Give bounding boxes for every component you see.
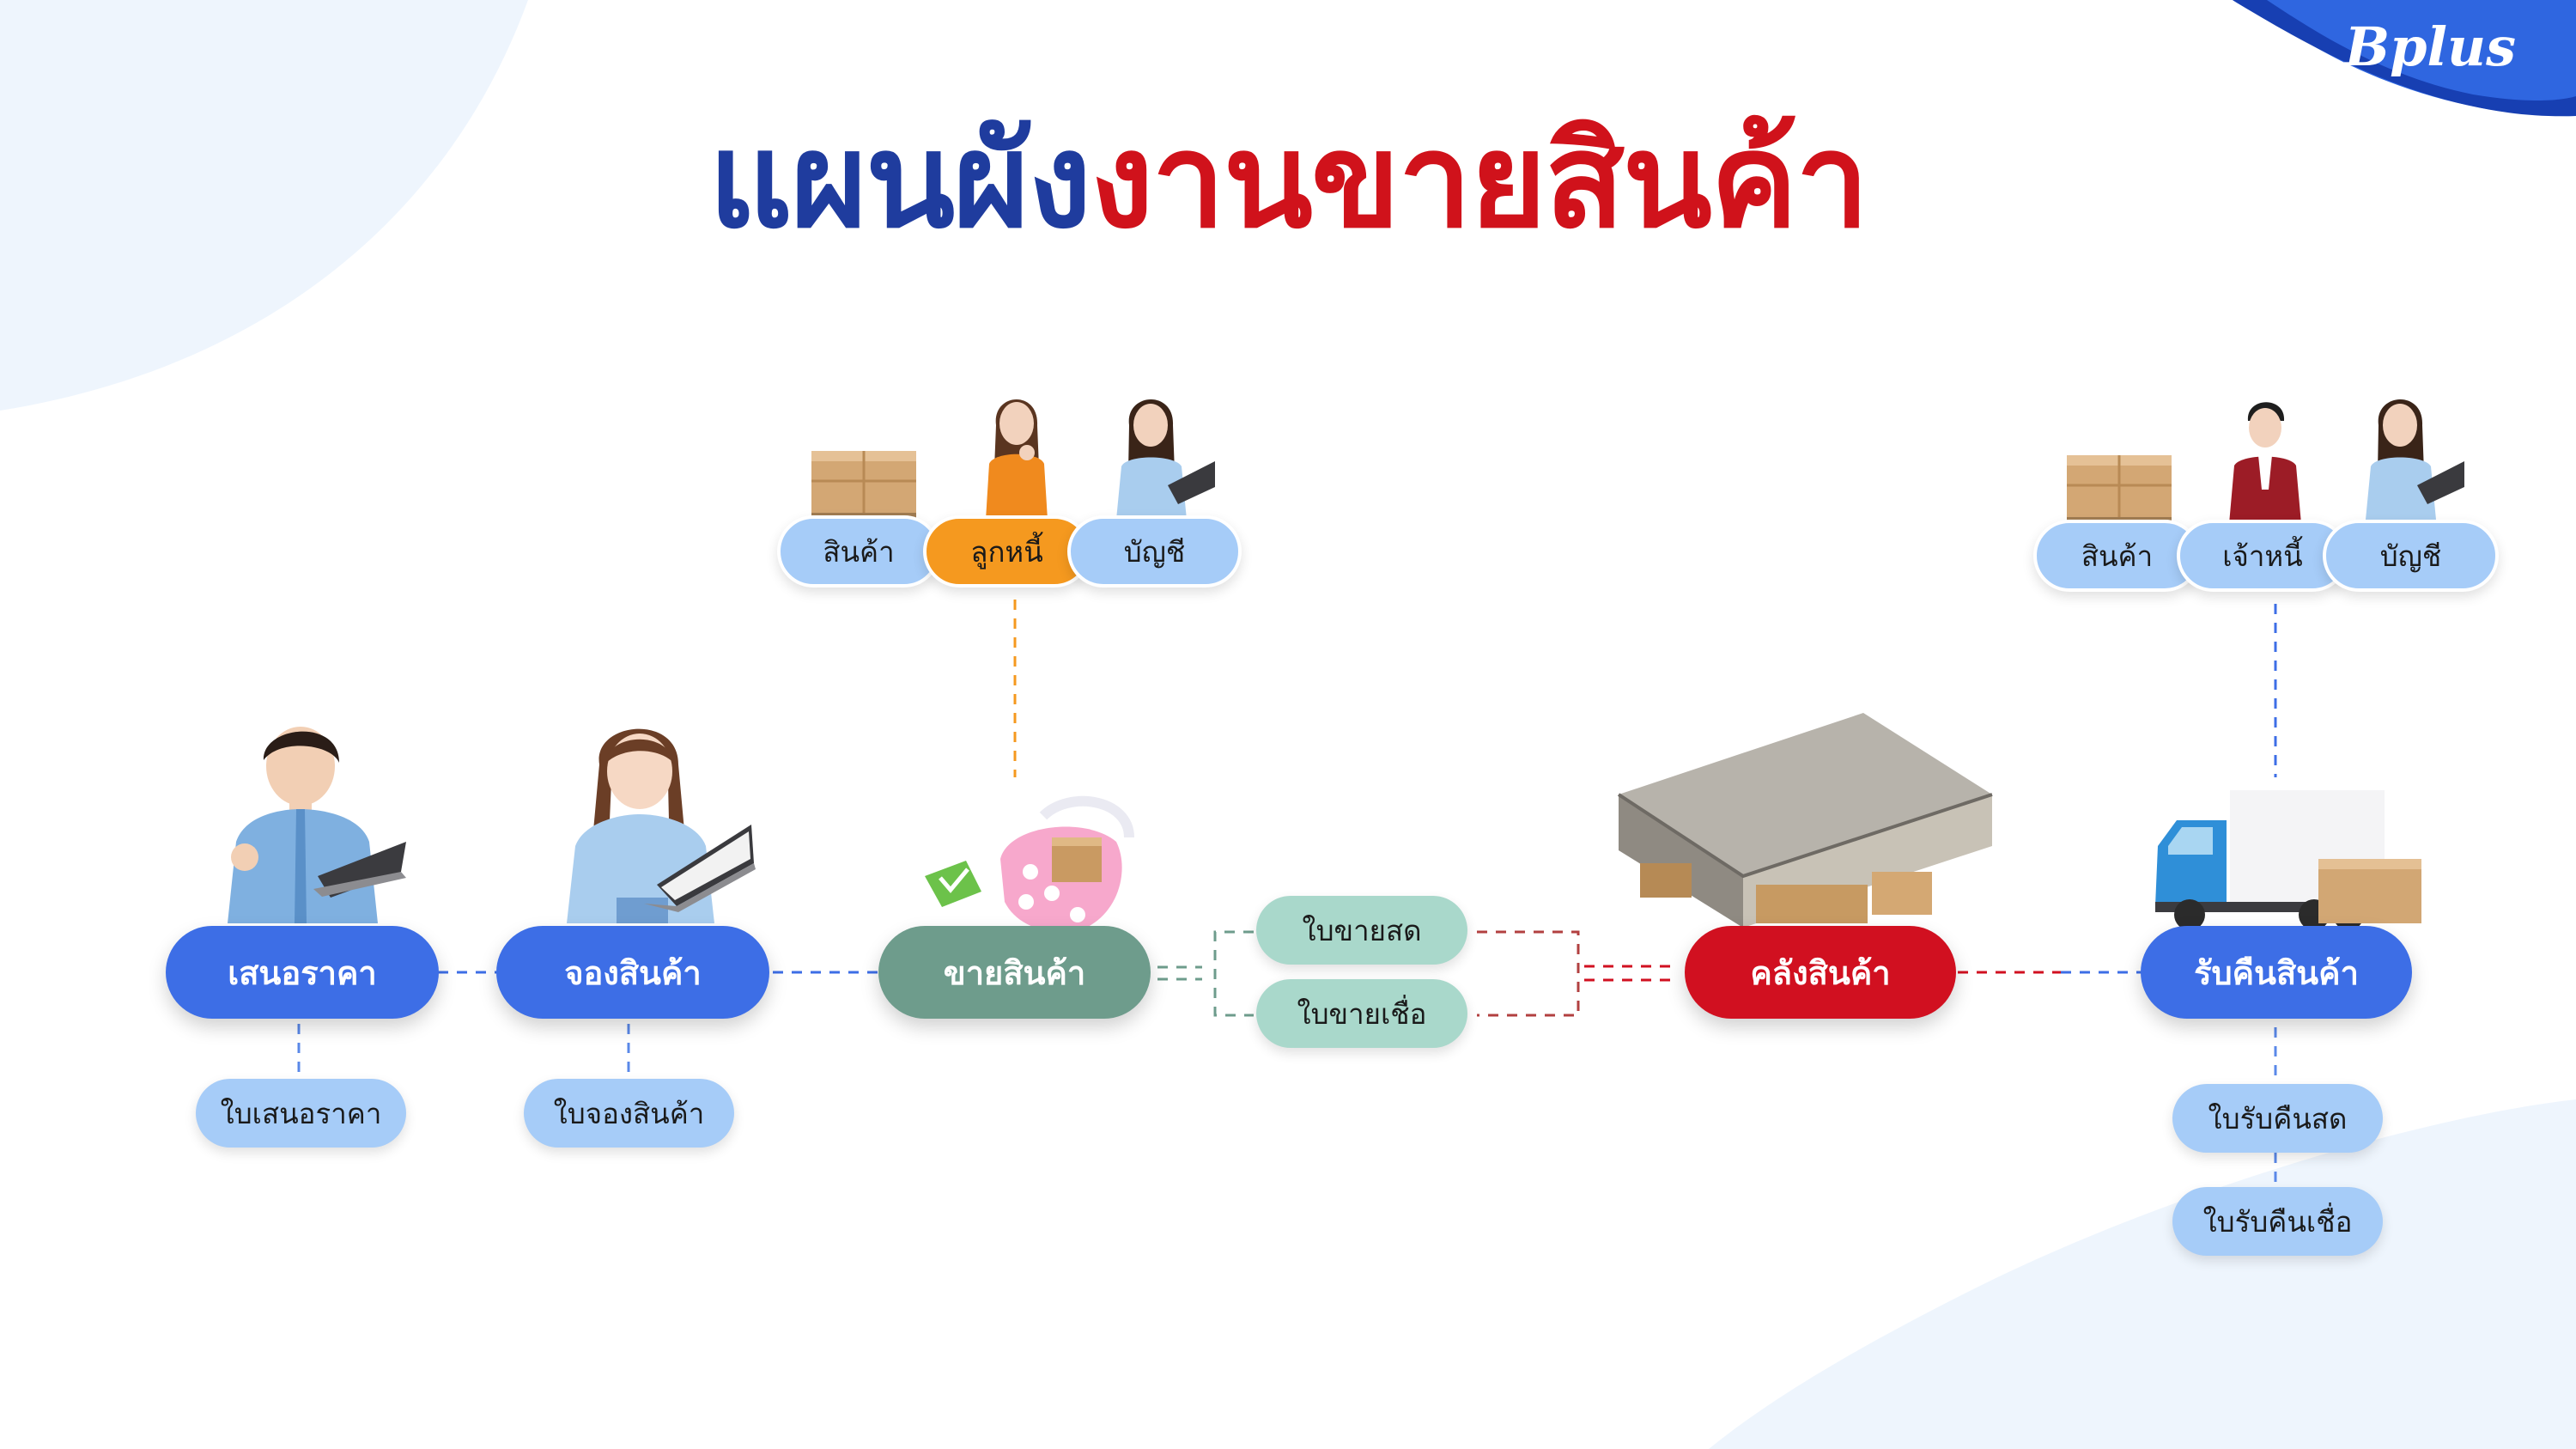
doc-quotation-label: ใบเสนอราคา xyxy=(220,1096,382,1130)
page-title: แผนผังงานขายสินค้า xyxy=(0,103,2576,259)
woman-with-laptop-icon xyxy=(567,728,756,923)
doc-cash-sale-label: ใบขายสด xyxy=(1302,913,1422,947)
step-reserve[interactable]: จองสินค้า xyxy=(496,926,769,1019)
step-quotation-label: เสนอราคา xyxy=(228,953,377,992)
woman-thinking-icon xyxy=(986,399,1048,520)
sell-link-product-label: สินค้า xyxy=(823,534,895,569)
step-return[interactable]: รับคืนสินค้า xyxy=(2141,926,2412,1019)
step-sell[interactable]: ขายสินค้า xyxy=(878,926,1151,1019)
woman-with-laptop-icon xyxy=(1116,399,1215,520)
step-return-label: รับคืนสินค้า xyxy=(2194,953,2359,992)
doc-credit-sale[interactable]: ใบขายเชื่อ xyxy=(1256,979,1467,1048)
return-link-account[interactable]: บัญชี xyxy=(2323,520,2499,592)
doc-reserve[interactable]: ใบจองสินค้า xyxy=(524,1079,734,1148)
step-quotation[interactable]: เสนอราคา xyxy=(166,926,439,1019)
shopping-basket-icon xyxy=(925,795,1134,932)
return-link-creditor-label: เจ้าหนี้ xyxy=(2222,539,2303,573)
title-part-1: แผนผัง xyxy=(708,105,1091,257)
person-with-laptop-icon xyxy=(228,727,406,923)
doc-credit-return-label: ใบรับคืนเชื่อ xyxy=(2202,1204,2353,1239)
sell-link-debtor[interactable]: ลูกหนี้ xyxy=(923,515,1091,588)
step-sell-label: ขายสินค้า xyxy=(943,953,1086,992)
return-link-creditor[interactable]: เจ้าหนี้ xyxy=(2177,520,2348,592)
bplus-logo: Bplus xyxy=(2344,15,2516,78)
woman-with-laptop-icon xyxy=(2366,399,2464,520)
doc-credit-return[interactable]: ใบรับคืนเชื่อ xyxy=(2172,1187,2383,1256)
warehouse-icon xyxy=(1617,713,1993,928)
return-link-product-label: สินค้า xyxy=(2081,539,2154,573)
sell-link-debtor-label: ลูกหนี้ xyxy=(970,534,1043,569)
return-link-product[interactable]: สินค้า xyxy=(2033,520,2201,592)
businessman-icon xyxy=(2229,402,2301,524)
sell-link-product[interactable]: สินค้า xyxy=(777,515,940,588)
step-warehouse-label: คลังสินค้า xyxy=(1750,953,1891,992)
doc-credit-sale-label: ใบขายเชื่อ xyxy=(1297,996,1427,1031)
sell-link-account[interactable]: บัญชี xyxy=(1067,515,1242,588)
doc-cash-sale[interactable]: ใบขายสด xyxy=(1256,896,1467,965)
step-warehouse[interactable]: คลังสินค้า xyxy=(1685,926,1956,1019)
title-part-2: งานขายสินค้า xyxy=(1090,105,1869,257)
doc-reserve-label: ใบจองสินค้า xyxy=(553,1096,705,1130)
return-link-account-label: บัญชี xyxy=(2379,539,2442,573)
cardboard-boxes-icon xyxy=(811,451,916,521)
doc-cash-return-label: ใบรับคืนสด xyxy=(2208,1101,2348,1135)
sell-link-account-label: บัญชี xyxy=(1123,534,1186,569)
doc-quotation[interactable]: ใบเสนอราคา xyxy=(196,1079,406,1148)
cardboard-boxes-icon xyxy=(2067,455,2172,526)
doc-cash-return[interactable]: ใบรับคืนสด xyxy=(2172,1084,2383,1153)
step-reserve-label: จองสินค้า xyxy=(564,953,702,992)
delivery-truck-icon xyxy=(2155,790,2421,930)
